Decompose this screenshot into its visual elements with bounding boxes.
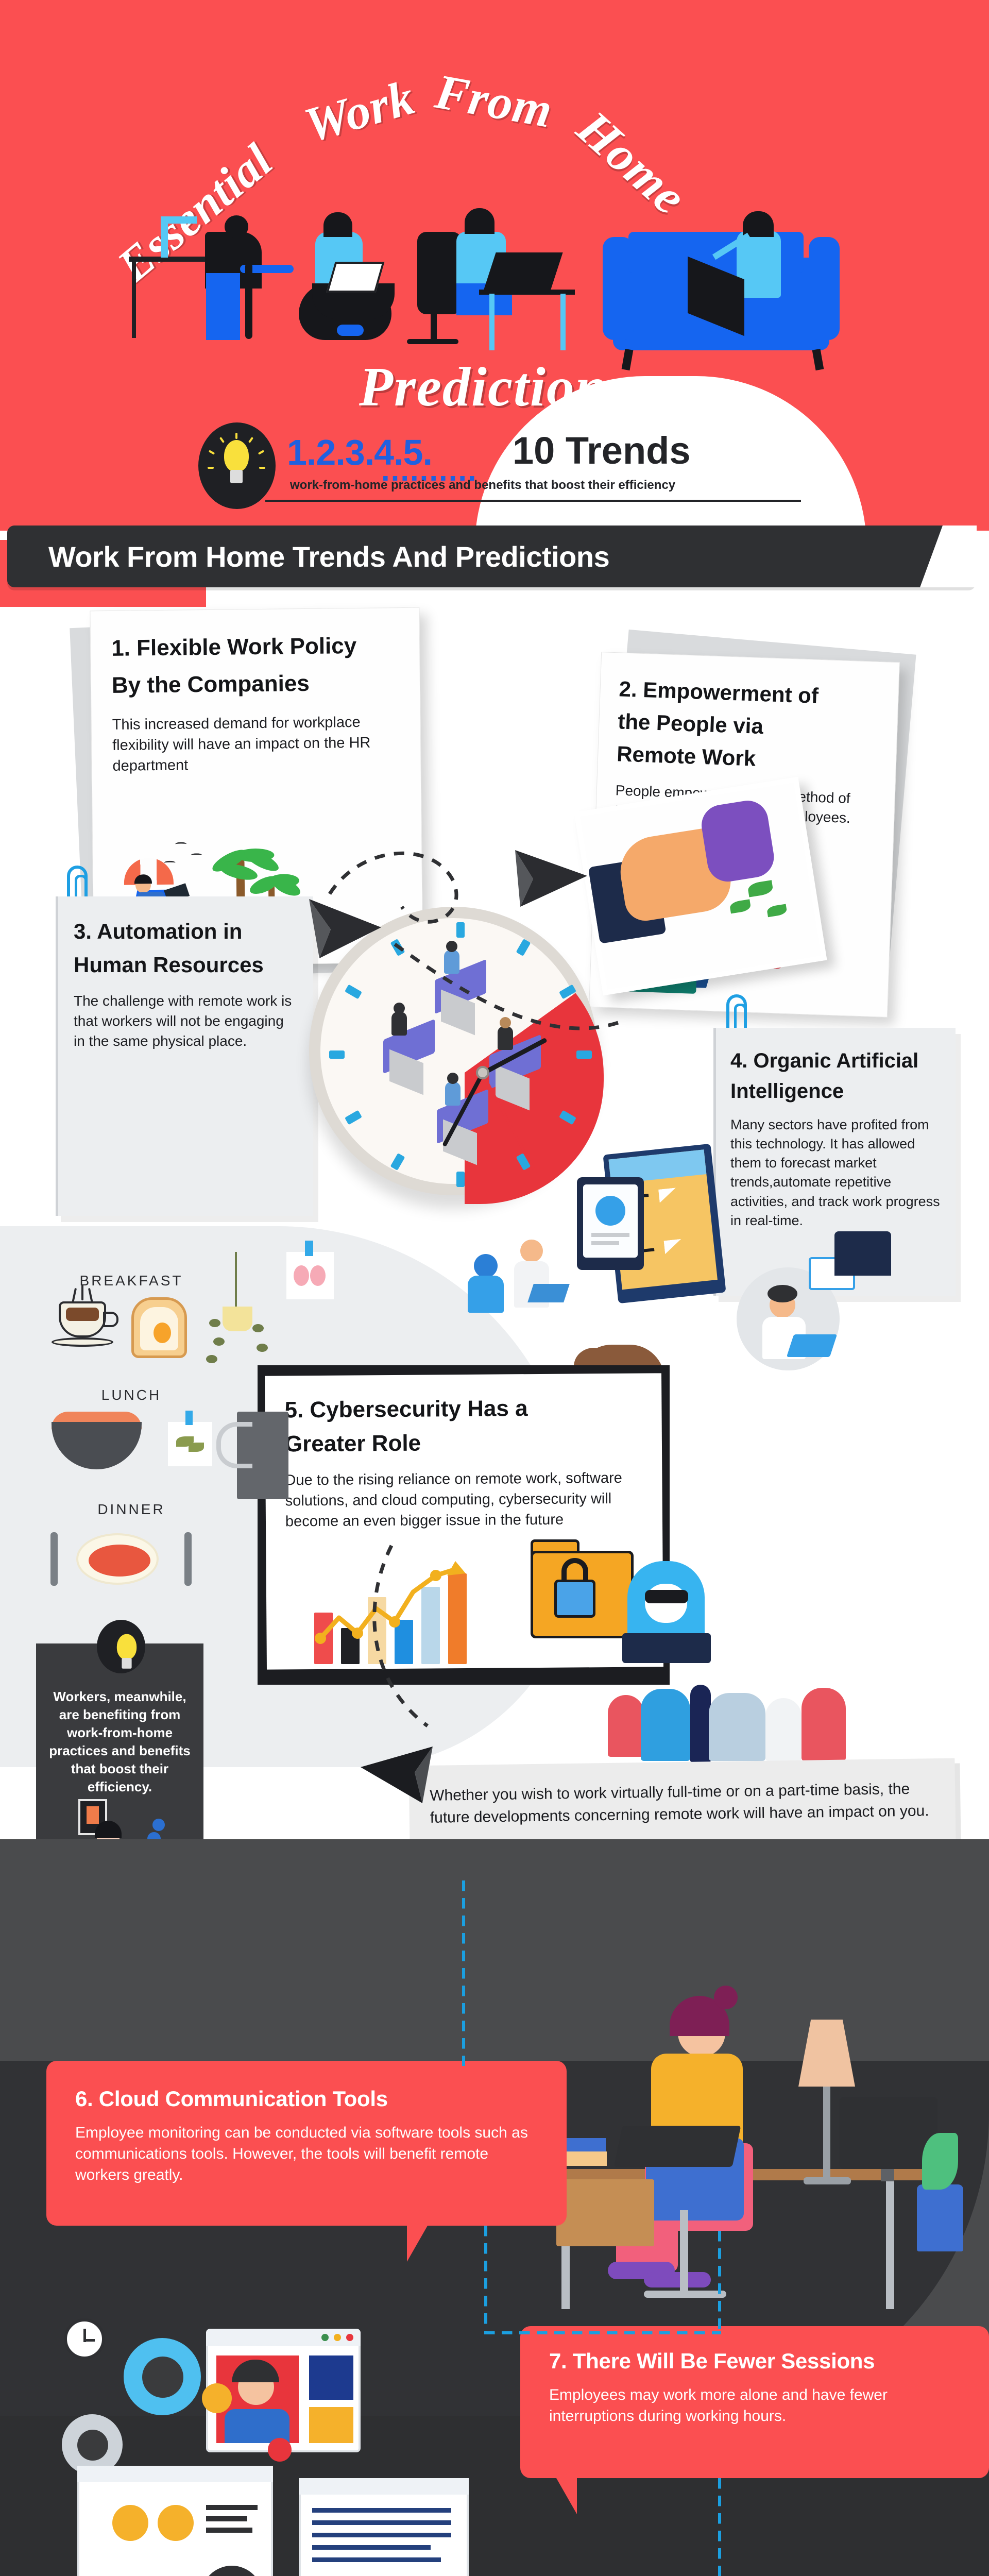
page-title: Work From Home Trends And Predictions bbox=[48, 540, 610, 573]
folder-lock-icon bbox=[531, 1539, 634, 1638]
lightbulb-icon-note bbox=[97, 1620, 145, 1673]
trend-numbers: 1.2.3.4.5. bbox=[287, 432, 433, 472]
card-2-title-line-1: 2. Empowerment of bbox=[618, 676, 819, 708]
meal-label-lunch: LUNCH bbox=[101, 1387, 162, 1403]
trends-row: 1.2.3.4.5. .......... 10 Trends work-fro… bbox=[198, 422, 816, 510]
card-5-title-line-2: Greater Role bbox=[284, 1430, 421, 1457]
bar-chart-illustration bbox=[314, 1561, 494, 1664]
hanging-plant-illustration bbox=[196, 1252, 288, 1386]
card-3-body: The challenge with remote work is that w… bbox=[74, 993, 292, 1049]
wall-frame-butterfly bbox=[286, 1241, 334, 1299]
hero-section: Essential Work From Home bbox=[0, 0, 989, 531]
card-2-title-line-3: Remote Work bbox=[616, 741, 756, 771]
woman-laptop-circle-illustration bbox=[737, 1231, 891, 1381]
title-word-work: Work bbox=[298, 69, 421, 153]
coffee-cup-icon bbox=[59, 1301, 106, 1337]
trend-caption: work-from-home practices and benefits th… bbox=[290, 478, 676, 492]
card-6-cloud-communication-tools: 6. Cloud Communication Tools Employee mo… bbox=[46, 2061, 567, 2226]
dinner-icons bbox=[46, 1523, 216, 1611]
card-4-body: Many sectors have profited from this tec… bbox=[730, 1116, 940, 1228]
binder-clip-icon bbox=[216, 1412, 288, 1499]
meal-label-dinner: DINNER bbox=[97, 1501, 165, 1517]
hero-illustration bbox=[129, 155, 865, 371]
card-7-body: Employees may work more alone and have f… bbox=[549, 2386, 888, 2425]
whether-note-text: Whether you wish to work virtually full-… bbox=[429, 1780, 929, 1826]
video-call-monitors-illustration bbox=[46, 2308, 489, 2576]
card-7-title: 7. There Will Be Fewer Sessions bbox=[549, 2349, 875, 2373]
connector-6-in bbox=[462, 1880, 465, 2066]
breakfast-icons bbox=[46, 1285, 216, 1387]
workers-note-text: Workers, meanwhile, are benefiting from … bbox=[49, 1689, 191, 1795]
salad-bowl-icon bbox=[52, 1422, 142, 1469]
card-5-title-line-1: 5. Cybersecurity Has a bbox=[284, 1396, 528, 1423]
card-6-body: Employee monitoring can be conducted via… bbox=[75, 2124, 528, 2183]
trend-dots: .......... bbox=[381, 453, 478, 487]
clock-desks-illustration bbox=[291, 896, 621, 1226]
dinner-plate-icon bbox=[76, 1533, 159, 1585]
connector-7-in-v bbox=[718, 2231, 721, 2334]
card-1-title-line-2: By the Companies bbox=[111, 670, 310, 698]
woman-desk-lamp-illustration bbox=[525, 1942, 963, 2313]
lightbulb-icon bbox=[198, 422, 276, 509]
title-word-from: From bbox=[431, 63, 557, 138]
card-6-title: 6. Cloud Communication Tools bbox=[75, 2087, 388, 2111]
hero-subtitle: Predictions bbox=[359, 357, 630, 418]
connector-6-out-v bbox=[484, 2226, 487, 2334]
card-1-body: This increased demand for workplace flex… bbox=[112, 714, 371, 775]
meal-schedule-list: BREAKFAST LUNCH DINNER bbox=[46, 1273, 216, 1611]
main-banner: Work From Home Trends And Predictions bbox=[7, 526, 977, 587]
egg-toast-icon bbox=[131, 1297, 187, 1358]
trend-count: 10 Trends bbox=[513, 429, 691, 472]
card-4-title-line-2: Intelligence bbox=[730, 1079, 844, 1103]
organic-ai-photo bbox=[574, 776, 827, 996]
card-3-title-line-1: 3. Automation in bbox=[74, 919, 243, 943]
card-5-body: Due to the rising reliance on remote wor… bbox=[285, 1470, 622, 1530]
card-4-title-line-1: 4. Organic Artificial bbox=[730, 1049, 919, 1072]
connector-8-out-v bbox=[718, 2478, 721, 2576]
lunch-icons bbox=[46, 1409, 216, 1501]
card-3-title-line-2: Human Resources bbox=[74, 953, 264, 977]
wall-frame-leaf bbox=[168, 1411, 212, 1466]
card-3-automation-human-resources: 3. Automation in Human Resources The cha… bbox=[56, 896, 313, 1216]
workers-small-illustration bbox=[464, 1226, 570, 1319]
meal-label-breakfast: BREAKFAST bbox=[79, 1273, 183, 1289]
hacker-illustration bbox=[618, 1556, 716, 1664]
team-illustration bbox=[608, 1685, 876, 1772]
card-1-title-line-1: 1. Flexible Work Policy bbox=[111, 633, 357, 661]
banner-notch bbox=[920, 526, 977, 587]
card-7-fewer-sessions: 7. There Will Be Fewer Sessions Employee… bbox=[520, 2326, 989, 2478]
card-7-bubble-tail bbox=[556, 2478, 577, 2514]
connector-7-in-h bbox=[484, 2331, 721, 2334]
card-6-bubble-tail bbox=[407, 2226, 428, 2262]
trend-rule bbox=[265, 500, 801, 502]
mobile-chart-illustration bbox=[556, 1177, 670, 1296]
card-2-title-line-2: the People via bbox=[617, 709, 764, 739]
